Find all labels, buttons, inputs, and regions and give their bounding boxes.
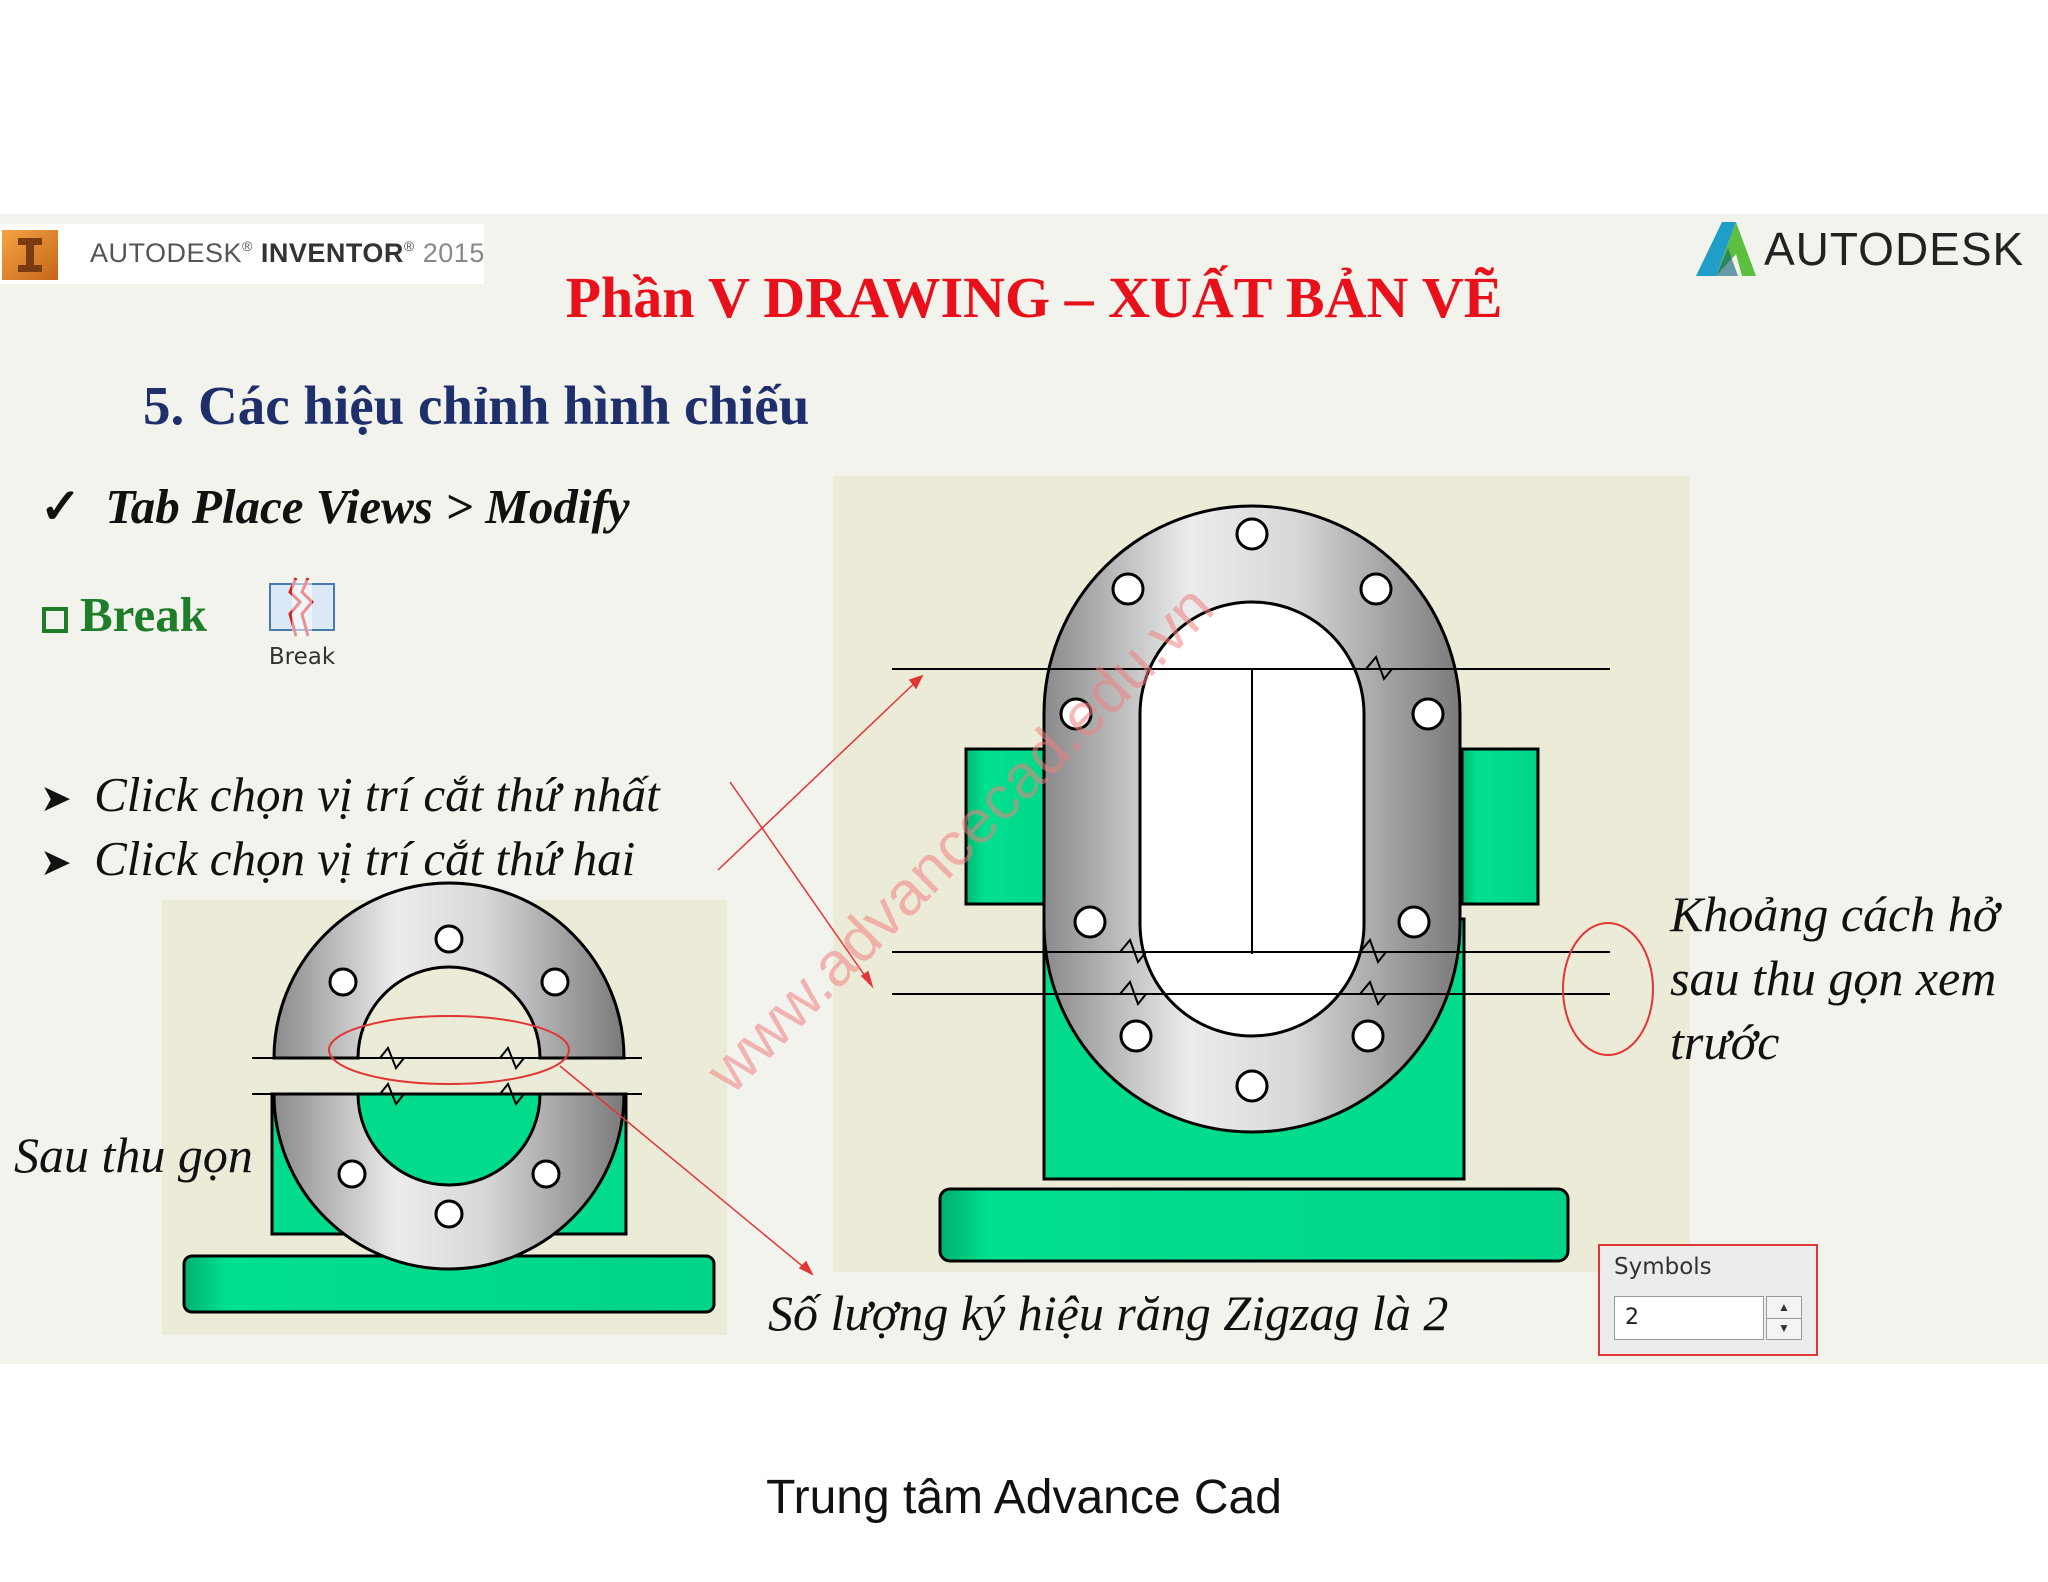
page-title: Phần V DRAWING – XUẤT BẢN VẼ	[565, 265, 1503, 330]
tool-heading: Break	[42, 586, 207, 643]
zigzag-note: Số lượng ký hiệu răng Zigzag là 2	[768, 1285, 1449, 1341]
autodesk-logo-icon	[1696, 222, 1756, 276]
inventor-product-name: AUTODESK® INVENTOR® 2015	[90, 238, 485, 268]
gap-note: Khoảng cách hở sau thu gọn xem trước	[1670, 886, 2000, 1070]
checkbox-bullet-icon	[42, 606, 68, 633]
arrow-bullet-icon: ➤	[40, 778, 72, 820]
inventor-header	[0, 224, 484, 284]
symbols-label: Symbols	[1614, 1254, 1712, 1280]
after-collapse-label: Sau thu gọn	[14, 1127, 253, 1183]
stepper-down-icon[interactable]: ▼	[1778, 1321, 1790, 1335]
autodesk-wordmark: AUTODESK	[1764, 223, 2025, 275]
break-tool-icon[interactable]	[256, 562, 348, 692]
step-item: ➤ Click chọn vị trí cắt thứ hai	[40, 831, 636, 886]
collapsed-view	[162, 881, 727, 1335]
break-button-label: Break	[268, 644, 336, 670]
stepper-up-icon[interactable]: ▲	[1767, 1297, 1801, 1319]
symbols-input[interactable]: 2	[1614, 1296, 1764, 1340]
tab-path: ✓ Tab Place Views > Modify	[40, 479, 630, 534]
step-item: ➤ Click chọn vị trí cắt thứ nhất	[40, 767, 660, 822]
drawing-illustrations: www.advancecad.edu.vn	[162, 476, 1690, 1335]
inventor-logo-icon	[2, 230, 58, 280]
check-icon: ✓	[40, 479, 82, 534]
symbols-stepper[interactable]: ▲ ▼	[1766, 1296, 1802, 1340]
arrow-bullet-icon: ➤	[40, 842, 72, 884]
preview-view	[833, 476, 1690, 1272]
annotation-arrows	[559, 674, 924, 1276]
footer-text: Trung tâm Advance Cad	[766, 1471, 1282, 1524]
symbols-panel: Symbols 2 ▲ ▼	[1598, 1244, 1818, 1356]
section-title: 5. Các hiệu chỉnh hình chiếu	[143, 375, 810, 436]
slide: AUTODESK® INVENTOR® 2015 AUTODESK Phần V…	[0, 214, 2048, 1364]
